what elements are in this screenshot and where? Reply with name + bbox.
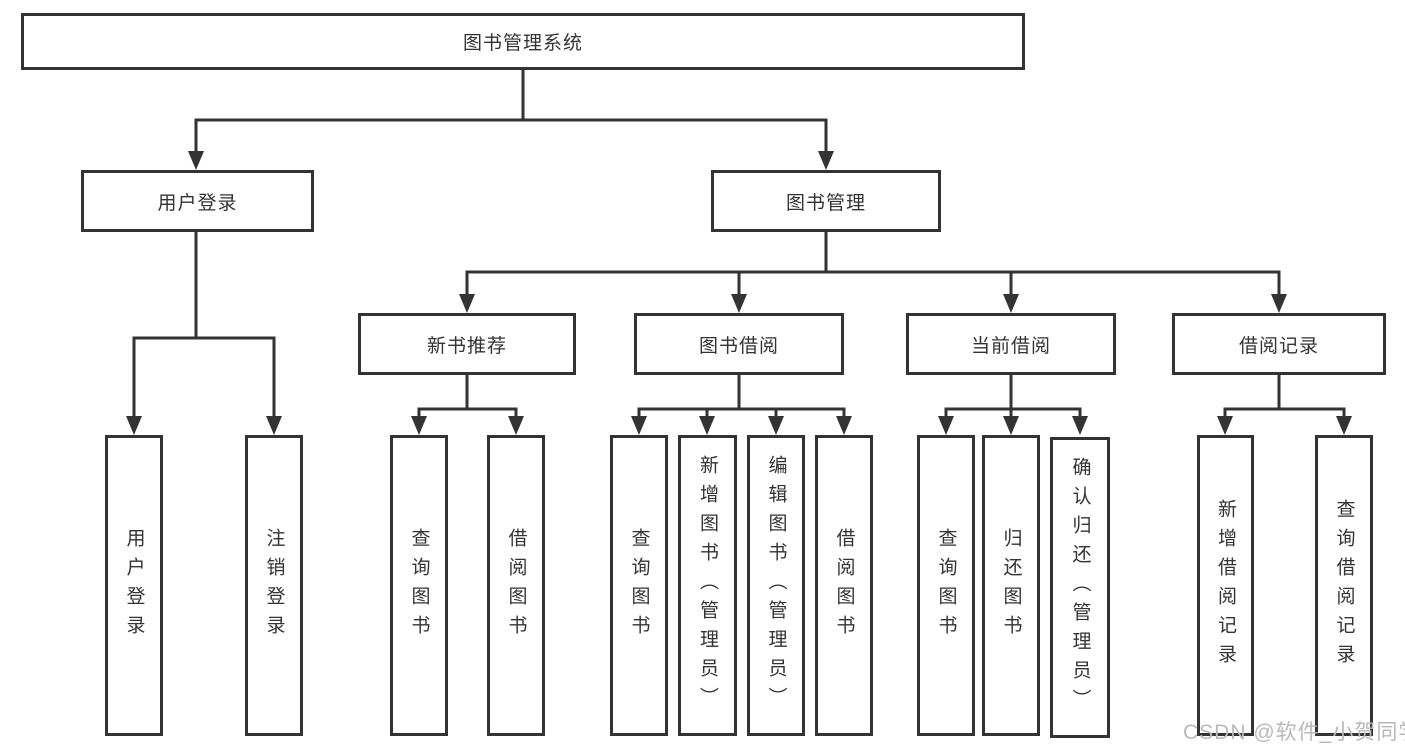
arrowheads — [126, 151, 1352, 435]
node-borrow-record: 借阅记录 — [1172, 313, 1386, 375]
node-leaf-confirm-return-admin: 确认归还（管理员） — [1050, 437, 1110, 738]
leaf-label: 查询图书 — [408, 527, 430, 644]
leaf-label: 编辑图书（管理员） — [765, 455, 787, 716]
node-user-login: 用户登录 — [81, 170, 314, 232]
leaf-label: 确认归还（管理员） — [1069, 457, 1091, 718]
node-leaf-borrow-book-recommend: 借阅图书 — [487, 435, 545, 736]
leaf-label: 新增借阅记录 — [1215, 498, 1236, 673]
node-current-borrow: 当前借阅 — [906, 313, 1116, 375]
node-leaf-borrow-book: 借阅图书 — [815, 435, 873, 736]
leaf-label: 用户登录 — [123, 527, 145, 644]
node-book-management: 图书管理 — [711, 170, 941, 232]
leaf-label: 查询图书 — [935, 527, 957, 644]
node-new-book-recommend: 新书推荐 — [358, 313, 576, 375]
node-root: 图书管理系统 — [21, 13, 1025, 70]
watermark: CSDN @软件_小贺同学 — [1183, 721, 1405, 744]
node-leaf-add-book-admin: 新增图书（管理员） — [678, 435, 737, 736]
node-leaf-edit-book-admin: 编辑图书（管理员） — [747, 435, 805, 736]
leaf-label: 借阅图书 — [505, 527, 527, 644]
node-leaf-query-book-recommend: 查询图书 — [390, 435, 448, 736]
leaf-label: 归还图书 — [1000, 527, 1022, 644]
leaf-label: 查询图书 — [628, 527, 650, 644]
node-leaf-query-borrow-record: 查询借阅记录 — [1315, 435, 1373, 736]
leaf-label: 注销登录 — [263, 527, 285, 644]
node-leaf-query-book-current: 查询图书 — [917, 435, 975, 736]
node-leaf-logout: 注销登录 — [245, 435, 303, 736]
leaf-label: 新增图书（管理员） — [697, 455, 718, 716]
node-leaf-add-borrow-record: 新增借阅记录 — [1197, 435, 1254, 736]
node-leaf-user-login: 用户登录 — [105, 435, 163, 736]
leaf-label: 借阅图书 — [833, 527, 855, 644]
node-leaf-return-book: 归还图书 — [982, 435, 1040, 736]
node-book-borrow: 图书借阅 — [634, 313, 844, 375]
leaf-label: 查询借阅记录 — [1333, 498, 1355, 673]
node-leaf-query-book-borrow: 查询图书 — [610, 435, 668, 736]
